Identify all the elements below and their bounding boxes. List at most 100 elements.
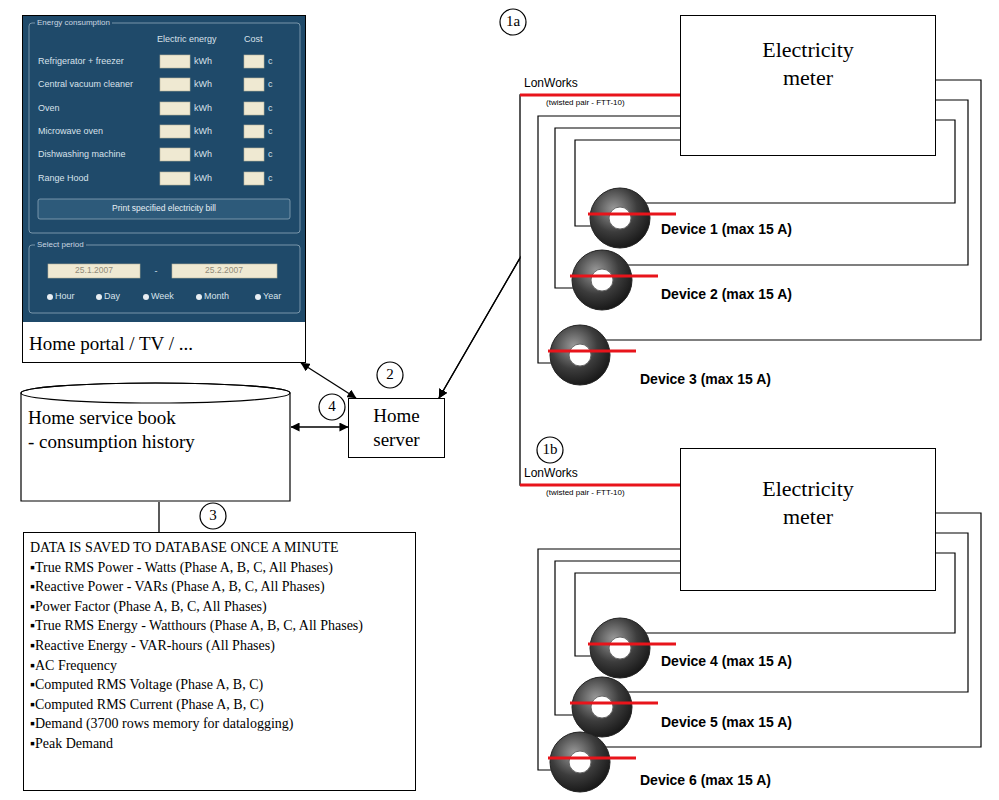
device-label: Device 3 (max 15 A)	[640, 371, 771, 387]
ct-core	[590, 188, 650, 248]
callout-number: 1b	[543, 441, 558, 458]
node-text: ▪Computed RMS Current (Phase A, B, C)	[30, 695, 409, 715]
callout-circle	[319, 394, 345, 420]
node-text: ▪True RMS Energy - Watthours (Phase A, B…	[30, 616, 409, 636]
screen-text: kWh	[194, 149, 212, 159]
connector	[291, 426, 348, 427]
screen-panel	[23, 16, 305, 322]
meter-box: Electricity meter	[680, 15, 936, 156]
connector	[301, 363, 356, 398]
ct-wires	[538, 80, 981, 770]
date-text: 25.2.2007	[205, 266, 243, 276]
screen-text: kWh	[194, 79, 212, 89]
screen-text: Central vacuum cleaner	[38, 79, 133, 89]
print-button	[38, 199, 290, 219]
ct-core	[590, 618, 650, 678]
connector	[439, 95, 680, 398]
database-cylinder: Home service book- consumption history	[20, 382, 291, 502]
bus-note: (twisted pair - FTT-10)	[546, 488, 625, 497]
date-box	[172, 264, 277, 278]
ct-core	[550, 732, 610, 792]
screen-text: Year	[263, 291, 281, 301]
button-text: Print specified electricity bill	[112, 204, 216, 214]
ct-wire	[575, 573, 680, 656]
device-label: Device 1 (max 15 A)	[661, 221, 792, 237]
radio-dot	[96, 294, 102, 300]
radio-dot	[196, 294, 202, 300]
data-list-box: DATA IS SAVED TO DATABASE ONCE A MINUTE ▪…	[23, 532, 416, 791]
date-text: 25.1.2007	[75, 266, 113, 276]
node-text: ▪Peak Demand	[30, 734, 409, 754]
ct-hole	[591, 269, 613, 291]
screen-text: c	[268, 173, 273, 183]
portal-box: Home portal / TV / ...	[22, 15, 306, 363]
screen-text: kWh	[194, 173, 212, 183]
screen-text: Electric energy	[157, 34, 217, 44]
callout-circle	[377, 362, 403, 388]
device-cable	[548, 757, 636, 760]
screen-text: c	[268, 56, 273, 66]
group-frame	[29, 245, 300, 313]
ct-wire	[538, 116, 680, 363]
input-box	[244, 172, 264, 185]
node-text: - consumption history	[28, 430, 283, 454]
cylinder-top	[21, 383, 290, 403]
screen-text: Oven	[38, 103, 60, 113]
meter-box: Electricity meter	[680, 448, 936, 591]
input-box	[244, 102, 264, 115]
node-text: ▪Reactive Energy - VAR-hours (All Phases…	[30, 636, 409, 656]
screen-text: c	[268, 149, 273, 159]
screen-text: -	[155, 266, 158, 276]
callout-number: 2	[386, 366, 394, 383]
device-cable	[570, 275, 658, 278]
device-label: Device 5 (max 15 A)	[661, 714, 792, 730]
bus-label: LonWorks	[524, 467, 578, 481]
input-box	[160, 55, 190, 68]
group-title: Select period	[35, 240, 86, 249]
radio-dot	[47, 294, 53, 300]
group-title: Energy consumption	[35, 18, 112, 27]
input-box	[160, 172, 190, 185]
device-label: Device 6 (max 15 A)	[640, 772, 771, 788]
screen-text: Hour	[55, 291, 75, 301]
screen-text: kWh	[194, 103, 212, 113]
screen-text: Dishwashing machine	[38, 149, 126, 159]
node-text: Electricity meter	[739, 36, 877, 92]
server-box: Home server	[348, 398, 445, 458]
device-cable	[548, 350, 636, 353]
input-box	[160, 148, 190, 161]
group-frame	[29, 23, 300, 233]
connector	[158, 502, 159, 532]
screen-text: kWh	[194, 126, 212, 136]
callout-circle	[500, 9, 526, 35]
screen-text: c	[268, 79, 273, 89]
ct-wire	[538, 549, 680, 770]
node-text: Home portal / TV / ...	[29, 333, 299, 355]
bus-note: (twisted pair - FTT-10)	[546, 98, 625, 107]
node-text: Home service book	[28, 406, 283, 430]
screen-text: Microwave oven	[38, 126, 103, 136]
lonworks-bus	[520, 94, 680, 97]
node-text: DATA IS SAVED TO DATABASE ONCE A MINUTE	[30, 538, 409, 558]
callout-circle	[537, 437, 563, 463]
input-box	[244, 125, 264, 138]
callout-number: 3	[209, 507, 217, 524]
callout-circle	[200, 503, 226, 529]
device-cable	[588, 643, 676, 646]
ct-core	[572, 677, 632, 737]
input-box	[244, 55, 264, 68]
ct-hole	[569, 344, 591, 366]
node-text: Home server	[353, 404, 440, 452]
input-box	[244, 148, 264, 161]
radio-dot	[143, 294, 149, 300]
ct-hole	[609, 207, 631, 229]
node-text: ▪Power Factor (Phase A, B, C, All Phases…	[30, 597, 409, 617]
callout-number: 4	[328, 398, 336, 415]
node-text: ▪AC Frequency	[30, 656, 409, 676]
radio-dot	[255, 294, 261, 300]
device-label: Device 4 (max 15 A)	[661, 653, 792, 669]
ct-core	[550, 325, 610, 385]
node-text: ▪Computed RMS Voltage (Phase A, B, C)	[30, 675, 409, 695]
